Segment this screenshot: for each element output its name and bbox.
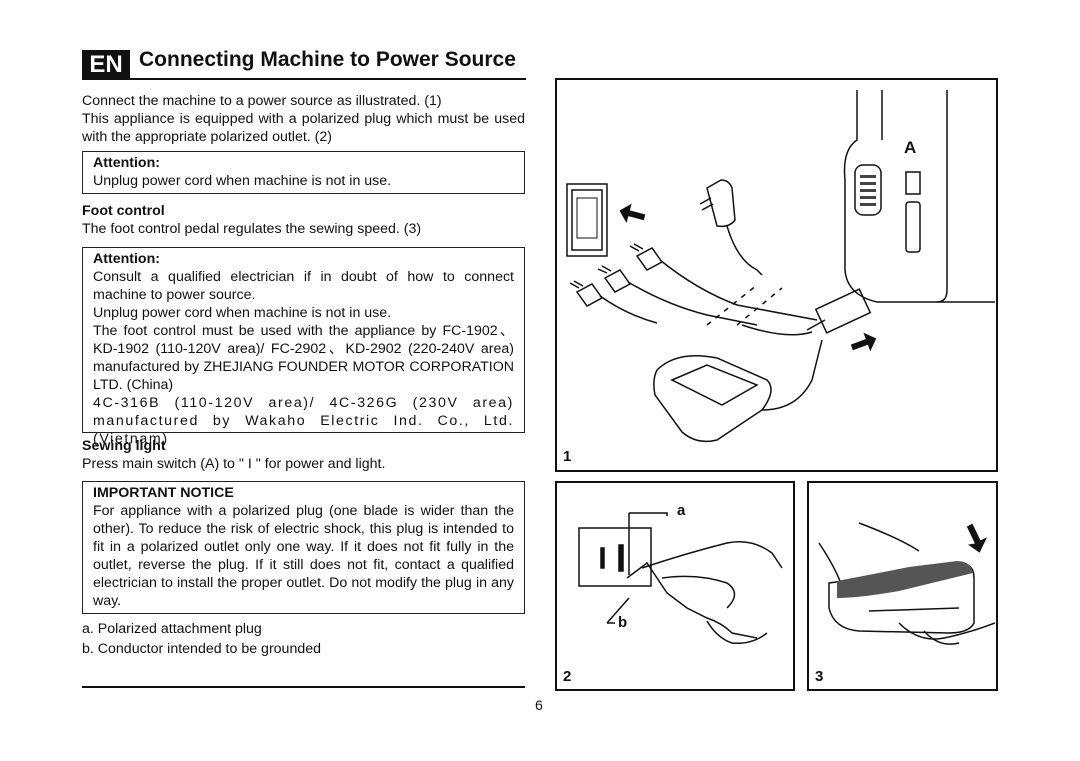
footer-rule bbox=[82, 686, 525, 688]
attention-text: Unplug power cord when machine is not in… bbox=[93, 173, 392, 189]
legend-b: b. Conductor intended to be grounded bbox=[82, 641, 322, 657]
attention-heading: Attention: bbox=[93, 155, 160, 171]
figure-1-callout-a: A bbox=[904, 138, 917, 157]
figure-3-illustration bbox=[818, 522, 995, 645]
figure-2-callout-a: a bbox=[677, 502, 686, 519]
attention-line: 4C-316B (110-120V area)/ 4C-326G (230V a… bbox=[93, 395, 514, 447]
legend-a: a. Polarized attachment plug bbox=[82, 621, 262, 637]
attention-box-2: Attention: Consult a qualified electrici… bbox=[82, 247, 525, 447]
figure-3-number: 3 bbox=[815, 668, 824, 685]
figure-1-illustration bbox=[566, 90, 995, 443]
language-badge: EN bbox=[82, 50, 130, 80]
sewing-light-heading: Sewing light bbox=[82, 438, 166, 454]
attention-line: Unplug power cord when machine is not in… bbox=[93, 305, 392, 321]
sewing-light-text: Press main switch (A) to " I " for power… bbox=[82, 456, 386, 472]
attention-line: Consult a qualified electrician if in do… bbox=[93, 269, 514, 303]
figure-2-number: 2 bbox=[563, 668, 572, 685]
important-heading: IMPORTANT NOTICE bbox=[93, 485, 234, 501]
figure-2-callout-b: b bbox=[618, 614, 628, 631]
page-title: Connecting Machine to Power Source bbox=[139, 48, 516, 71]
attention-box-1: Attention: Unplug power cord when machin… bbox=[82, 151, 525, 194]
foot-control-heading: Foot control bbox=[82, 203, 165, 219]
page-number: 6 bbox=[535, 698, 543, 714]
title-underline bbox=[82, 78, 526, 80]
intro-text: Connect the machine to a power source as… bbox=[82, 92, 525, 146]
foot-control-text: The foot control pedal regulates the sew… bbox=[82, 221, 422, 237]
figure-1: A 1 bbox=[555, 78, 998, 472]
important-notice-box: IMPORTANT NOTICE For appliance with a po… bbox=[82, 481, 525, 614]
figure-3: 3 bbox=[807, 481, 998, 691]
figure-1-number: 1 bbox=[563, 448, 572, 465]
figure-2-illustration bbox=[578, 512, 783, 645]
intro-line-2: This appliance is equipped with a polari… bbox=[82, 111, 525, 145]
attention-line: The foot control must be used with the a… bbox=[93, 323, 514, 393]
attention-heading: Attention: bbox=[93, 251, 160, 267]
intro-line-1: Connect the machine to a power source as… bbox=[82, 93, 442, 109]
important-text: For appliance with a polarized plug (one… bbox=[93, 503, 514, 609]
figure-2: a b 2 bbox=[555, 481, 795, 691]
